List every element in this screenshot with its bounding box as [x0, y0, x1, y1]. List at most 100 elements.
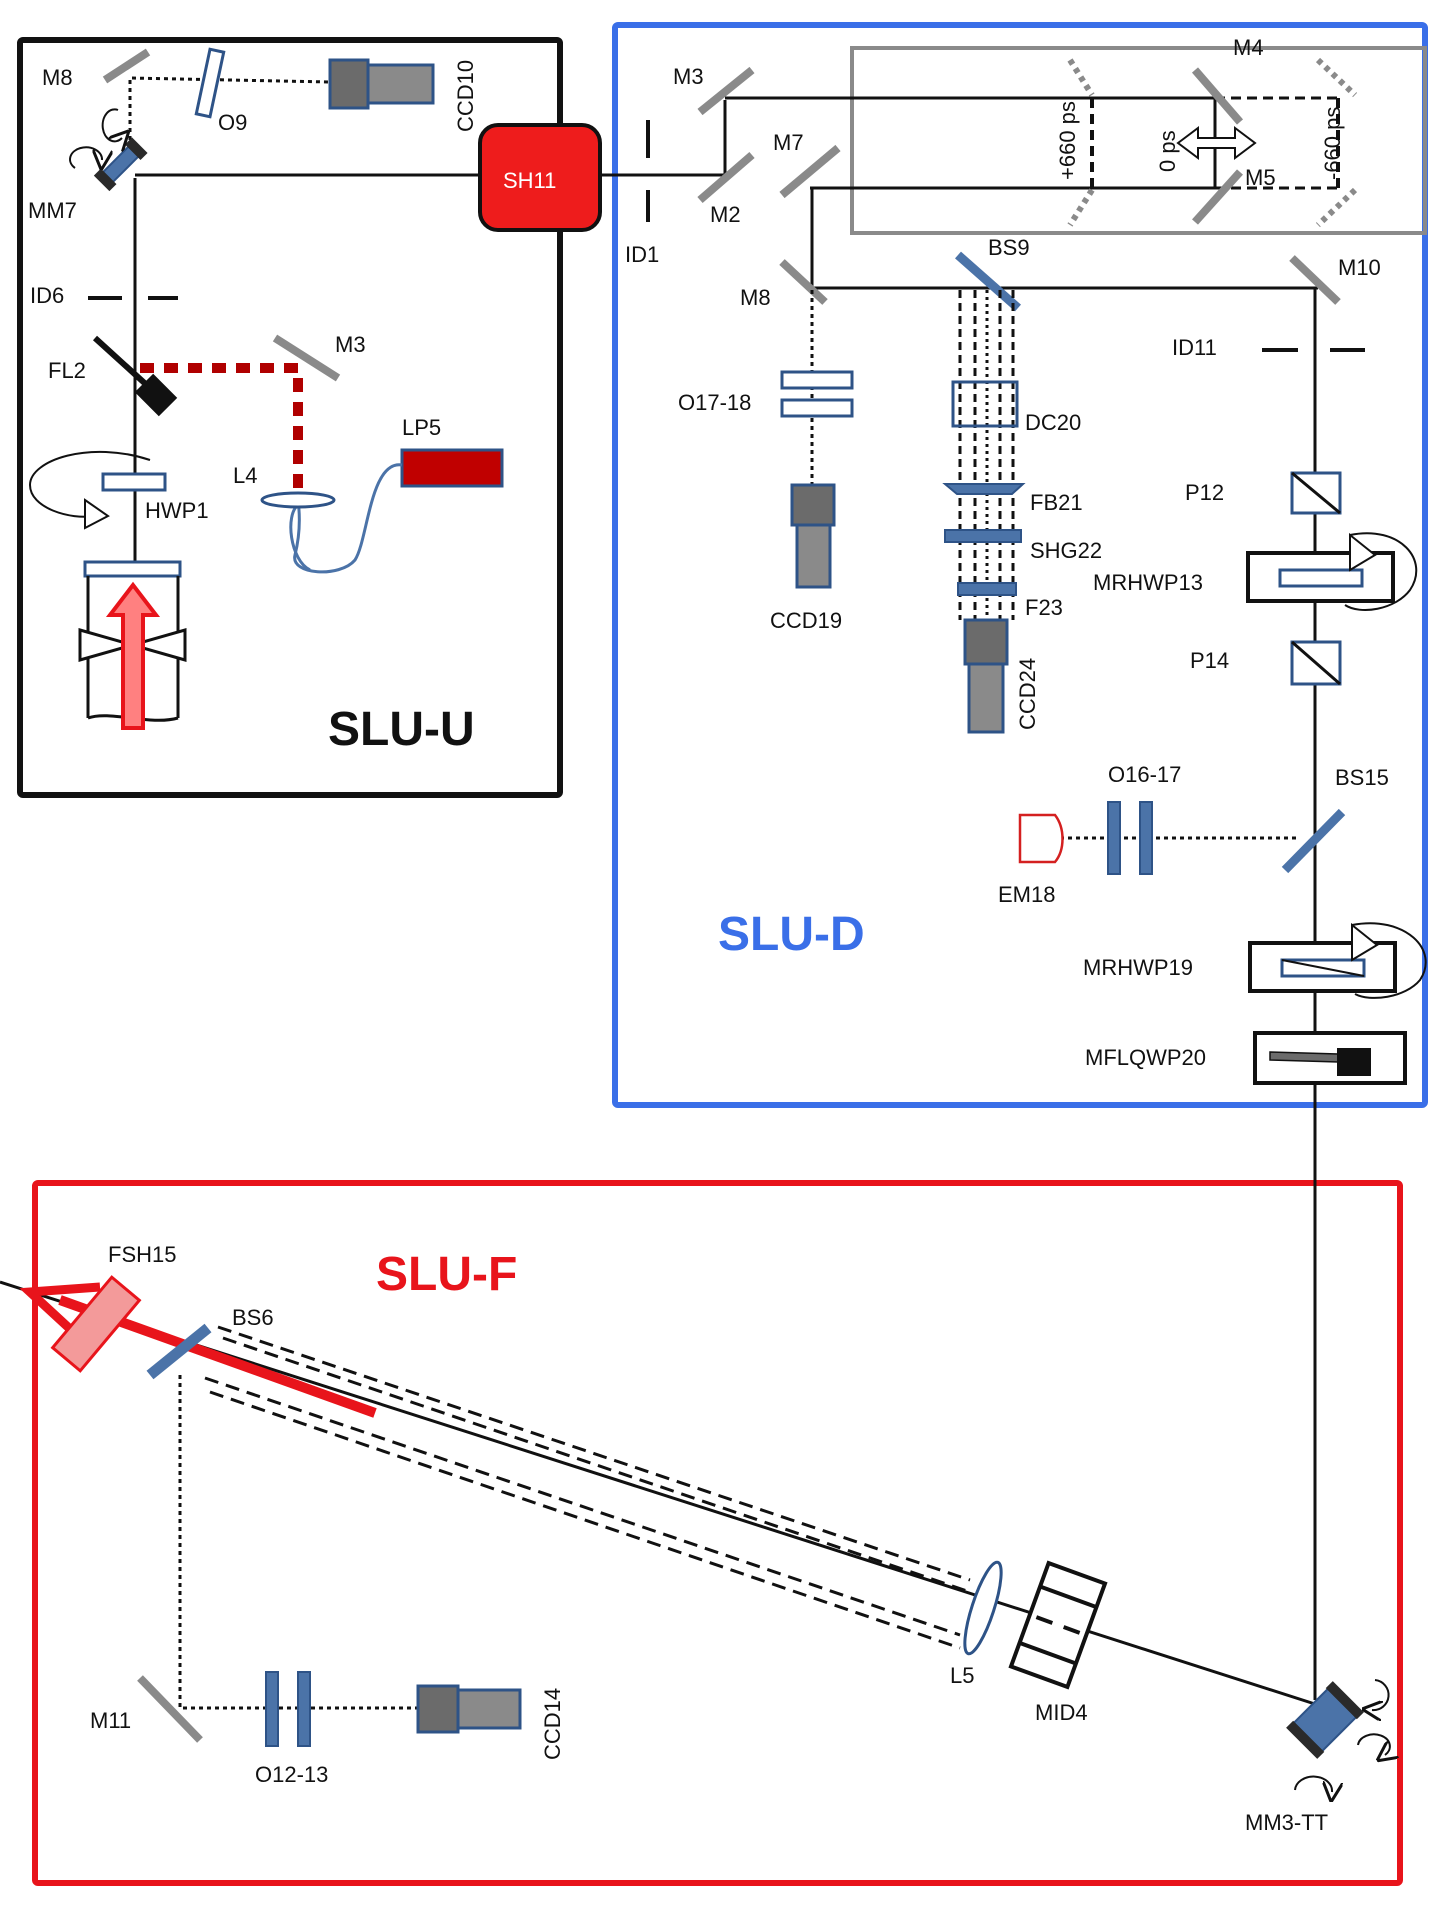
label-f23: F23 — [1025, 595, 1063, 620]
label-m8-u: M8 — [42, 65, 73, 90]
label-bs6: BS6 — [232, 1305, 274, 1330]
label-fl2: FL2 — [48, 358, 86, 383]
optic-o16-17-b — [1139, 801, 1153, 875]
laser-path-red — [140, 363, 303, 495]
label-shg22: SHG22 — [1030, 538, 1102, 563]
ccd24-body — [967, 662, 1005, 734]
filter-fb21 — [942, 483, 1026, 495]
delay-stage-box — [850, 46, 1427, 235]
label-id1: ID1 — [625, 242, 659, 267]
rotate-icon-mm3-c — [1294, 1775, 1332, 1792]
label-ccd19: CCD19 — [770, 608, 842, 633]
label-o17-18: O17-18 — [678, 390, 751, 415]
fiber-cable — [293, 463, 403, 574]
mirror-m3-d — [697, 66, 755, 116]
label-o12-13: O12-13 — [255, 1762, 328, 1787]
label-mm3-tt: MM3-TT — [1245, 1810, 1328, 1835]
slu-d-box — [612, 22, 1428, 1108]
mirror-m8-u — [102, 48, 151, 84]
filter-fl2-block — [134, 373, 178, 417]
label-mrhwp19: MRHWP19 — [1083, 955, 1193, 980]
optic-o9 — [194, 47, 226, 119]
rotate-icon-mm7-b — [101, 108, 122, 141]
label-bs9: BS9 — [988, 235, 1030, 260]
filter-fl2-arm — [92, 335, 153, 391]
mirror-m4 — [1191, 67, 1244, 125]
delay-plus660-mirrors — [1067, 58, 1095, 227]
rotate-icon-mm3-b — [1357, 1733, 1390, 1755]
rotate-arrowhead-mrhwp13 — [1349, 532, 1377, 572]
label-m8-d: M8 — [740, 285, 771, 310]
rotate-icon-mrhwp13 — [1344, 532, 1418, 611]
rotate-arrowhead-hwp1 — [84, 498, 110, 530]
label-lp5: LP5 — [402, 415, 441, 440]
label-m3-d: M3 — [673, 64, 704, 89]
label-m5: M5 — [1245, 165, 1276, 190]
waveplate-mflqwp20-arm — [1269, 1051, 1339, 1063]
mirror-m2 — [697, 151, 755, 204]
slu-u-box — [17, 37, 563, 798]
label-sh11: SH11 — [503, 168, 556, 193]
ccd10-head — [328, 58, 370, 110]
shutter-sh11 — [478, 123, 602, 232]
rotate-arrowhead-mrhwp19 — [1351, 922, 1379, 962]
waveplate-hwp1 — [101, 472, 167, 492]
optic-o12-13-a — [265, 1671, 279, 1747]
rotate-icon-hwp1 — [28, 450, 151, 518]
filter-f23 — [957, 582, 1017, 596]
label-ccd24: CCD24 — [1015, 658, 1040, 730]
ccd14-head — [416, 1684, 460, 1734]
label-o16-17: O16-17 — [1108, 762, 1181, 787]
label-m10: M10 — [1338, 255, 1381, 280]
optic-o17-18-b — [780, 398, 854, 418]
mirror-mount-mm3-tt — [1286, 1681, 1364, 1759]
lens-l5 — [963, 1560, 1003, 1656]
label-mrhwp13: MRHWP13 — [1093, 570, 1203, 595]
mirror-iris-mid4 — [1008, 1560, 1108, 1690]
output-arrowhead-red — [19, 1282, 101, 1344]
beamsplitter-bs9 — [955, 251, 1021, 312]
delay-minus660-mirrors — [1315, 57, 1358, 228]
slu-d-title: SLU-D — [718, 908, 865, 961]
ccd19-body — [795, 523, 832, 589]
label-mflqwp20: MFLQWP20 — [1085, 1045, 1206, 1070]
label-plus660: +660 ps — [1055, 101, 1080, 180]
label-mm7: MM7 — [28, 198, 77, 223]
label-m7: M7 — [773, 130, 804, 155]
label-l4: L4 — [233, 463, 257, 488]
label-bs15: BS15 — [1335, 765, 1389, 790]
beam-f-dashed-lower — [204, 1376, 961, 1650]
label-id6: ID6 — [30, 283, 64, 308]
polarizer-p12-diag — [1291, 471, 1341, 515]
lens-l4 — [260, 491, 336, 509]
label-p12: P12 — [1185, 480, 1224, 505]
label-ccd14: CCD14 — [540, 1688, 565, 1760]
label-minus660: -660 ps — [1320, 107, 1345, 180]
fiber-loop — [289, 503, 311, 572]
rotate-icon-mm3-a — [1372, 1679, 1390, 1710]
optic-o12-13-b — [297, 1671, 311, 1747]
beamsplitter-bs15 — [1281, 808, 1346, 874]
waveplate-mrhwp19-diag — [1281, 959, 1365, 977]
ccd14-body — [456, 1688, 522, 1730]
polarizer-p14-diag — [1291, 640, 1341, 686]
mirror-m8-d — [779, 259, 828, 305]
dichroic-dc20 — [951, 380, 1019, 428]
beam-u-dotted — [128, 76, 331, 140]
label-o9: O9 — [218, 110, 247, 135]
slu-f-title: SLU-F — [376, 1248, 517, 1301]
label-m11: M11 — [90, 1708, 131, 1733]
beamsplitter-bs6 — [146, 1323, 212, 1380]
rotate-icon-mrhwp19 — [1351, 922, 1427, 999]
waveplate-mrhwp13 — [1278, 568, 1364, 588]
crystal-shg22 — [944, 529, 1022, 543]
mirror-m11 — [137, 1675, 203, 1743]
label-zero-ps: 0 ps — [1155, 130, 1180, 172]
laser-source-top — [83, 560, 182, 578]
beam-bs6-dotted — [178, 1375, 420, 1710]
label-dc20: DC20 — [1025, 410, 1081, 435]
mirror-m10 — [1289, 255, 1341, 305]
mirror-m7 — [779, 144, 841, 199]
optic-o17-18-a — [780, 370, 854, 390]
